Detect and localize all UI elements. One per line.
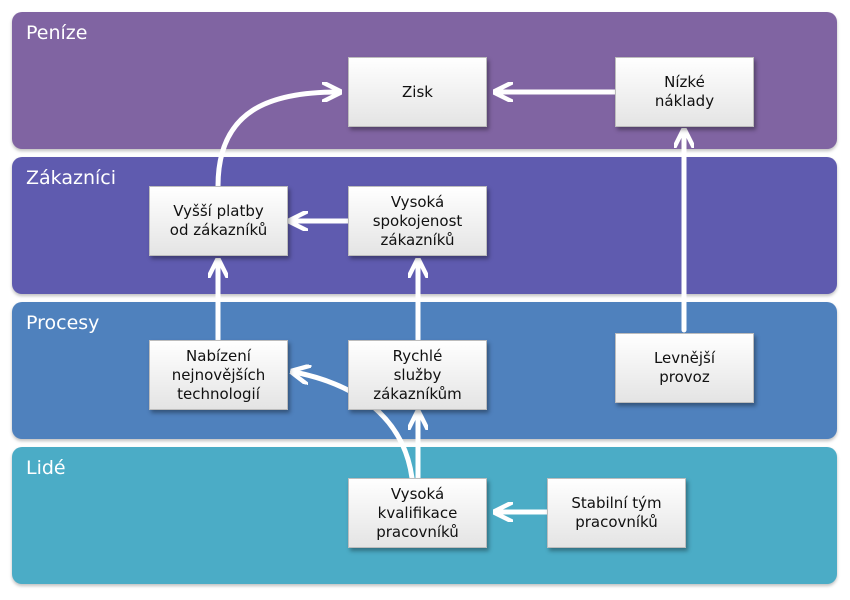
arrow-platby-to-zisk <box>215 92 338 189</box>
box-vyssi-platby: Vyšší platby od zákazníků <box>149 186 288 256</box>
box-nabizeni-technologii: Nabízení nejnovějších technologií <box>149 340 288 410</box>
box-vysoka-spokojenost: Vysoká spokojenost zákazníků <box>348 186 487 256</box>
box-vysoka-kvalifikace: Vysoká kvalifikace pracovníků <box>348 478 487 548</box>
box-stabilni-tym: Stabilní tým pracovníků <box>547 478 686 548</box>
band-label-zakaznici: Zákazníci <box>26 167 116 189</box>
band-label-penize: Peníze <box>26 22 88 44</box>
box-zisk: Zisk <box>348 57 487 127</box>
box-nizke-naklady: Nízké náklady <box>615 57 754 127</box>
box-levnejsi-provoz: Levnější provoz <box>615 333 754 403</box>
band-label-lide: Lidé <box>26 457 66 479</box>
box-rychle-sluzby: Rychlé služby zákazníkům <box>348 340 487 410</box>
band-label-procesy: Procesy <box>26 312 100 334</box>
